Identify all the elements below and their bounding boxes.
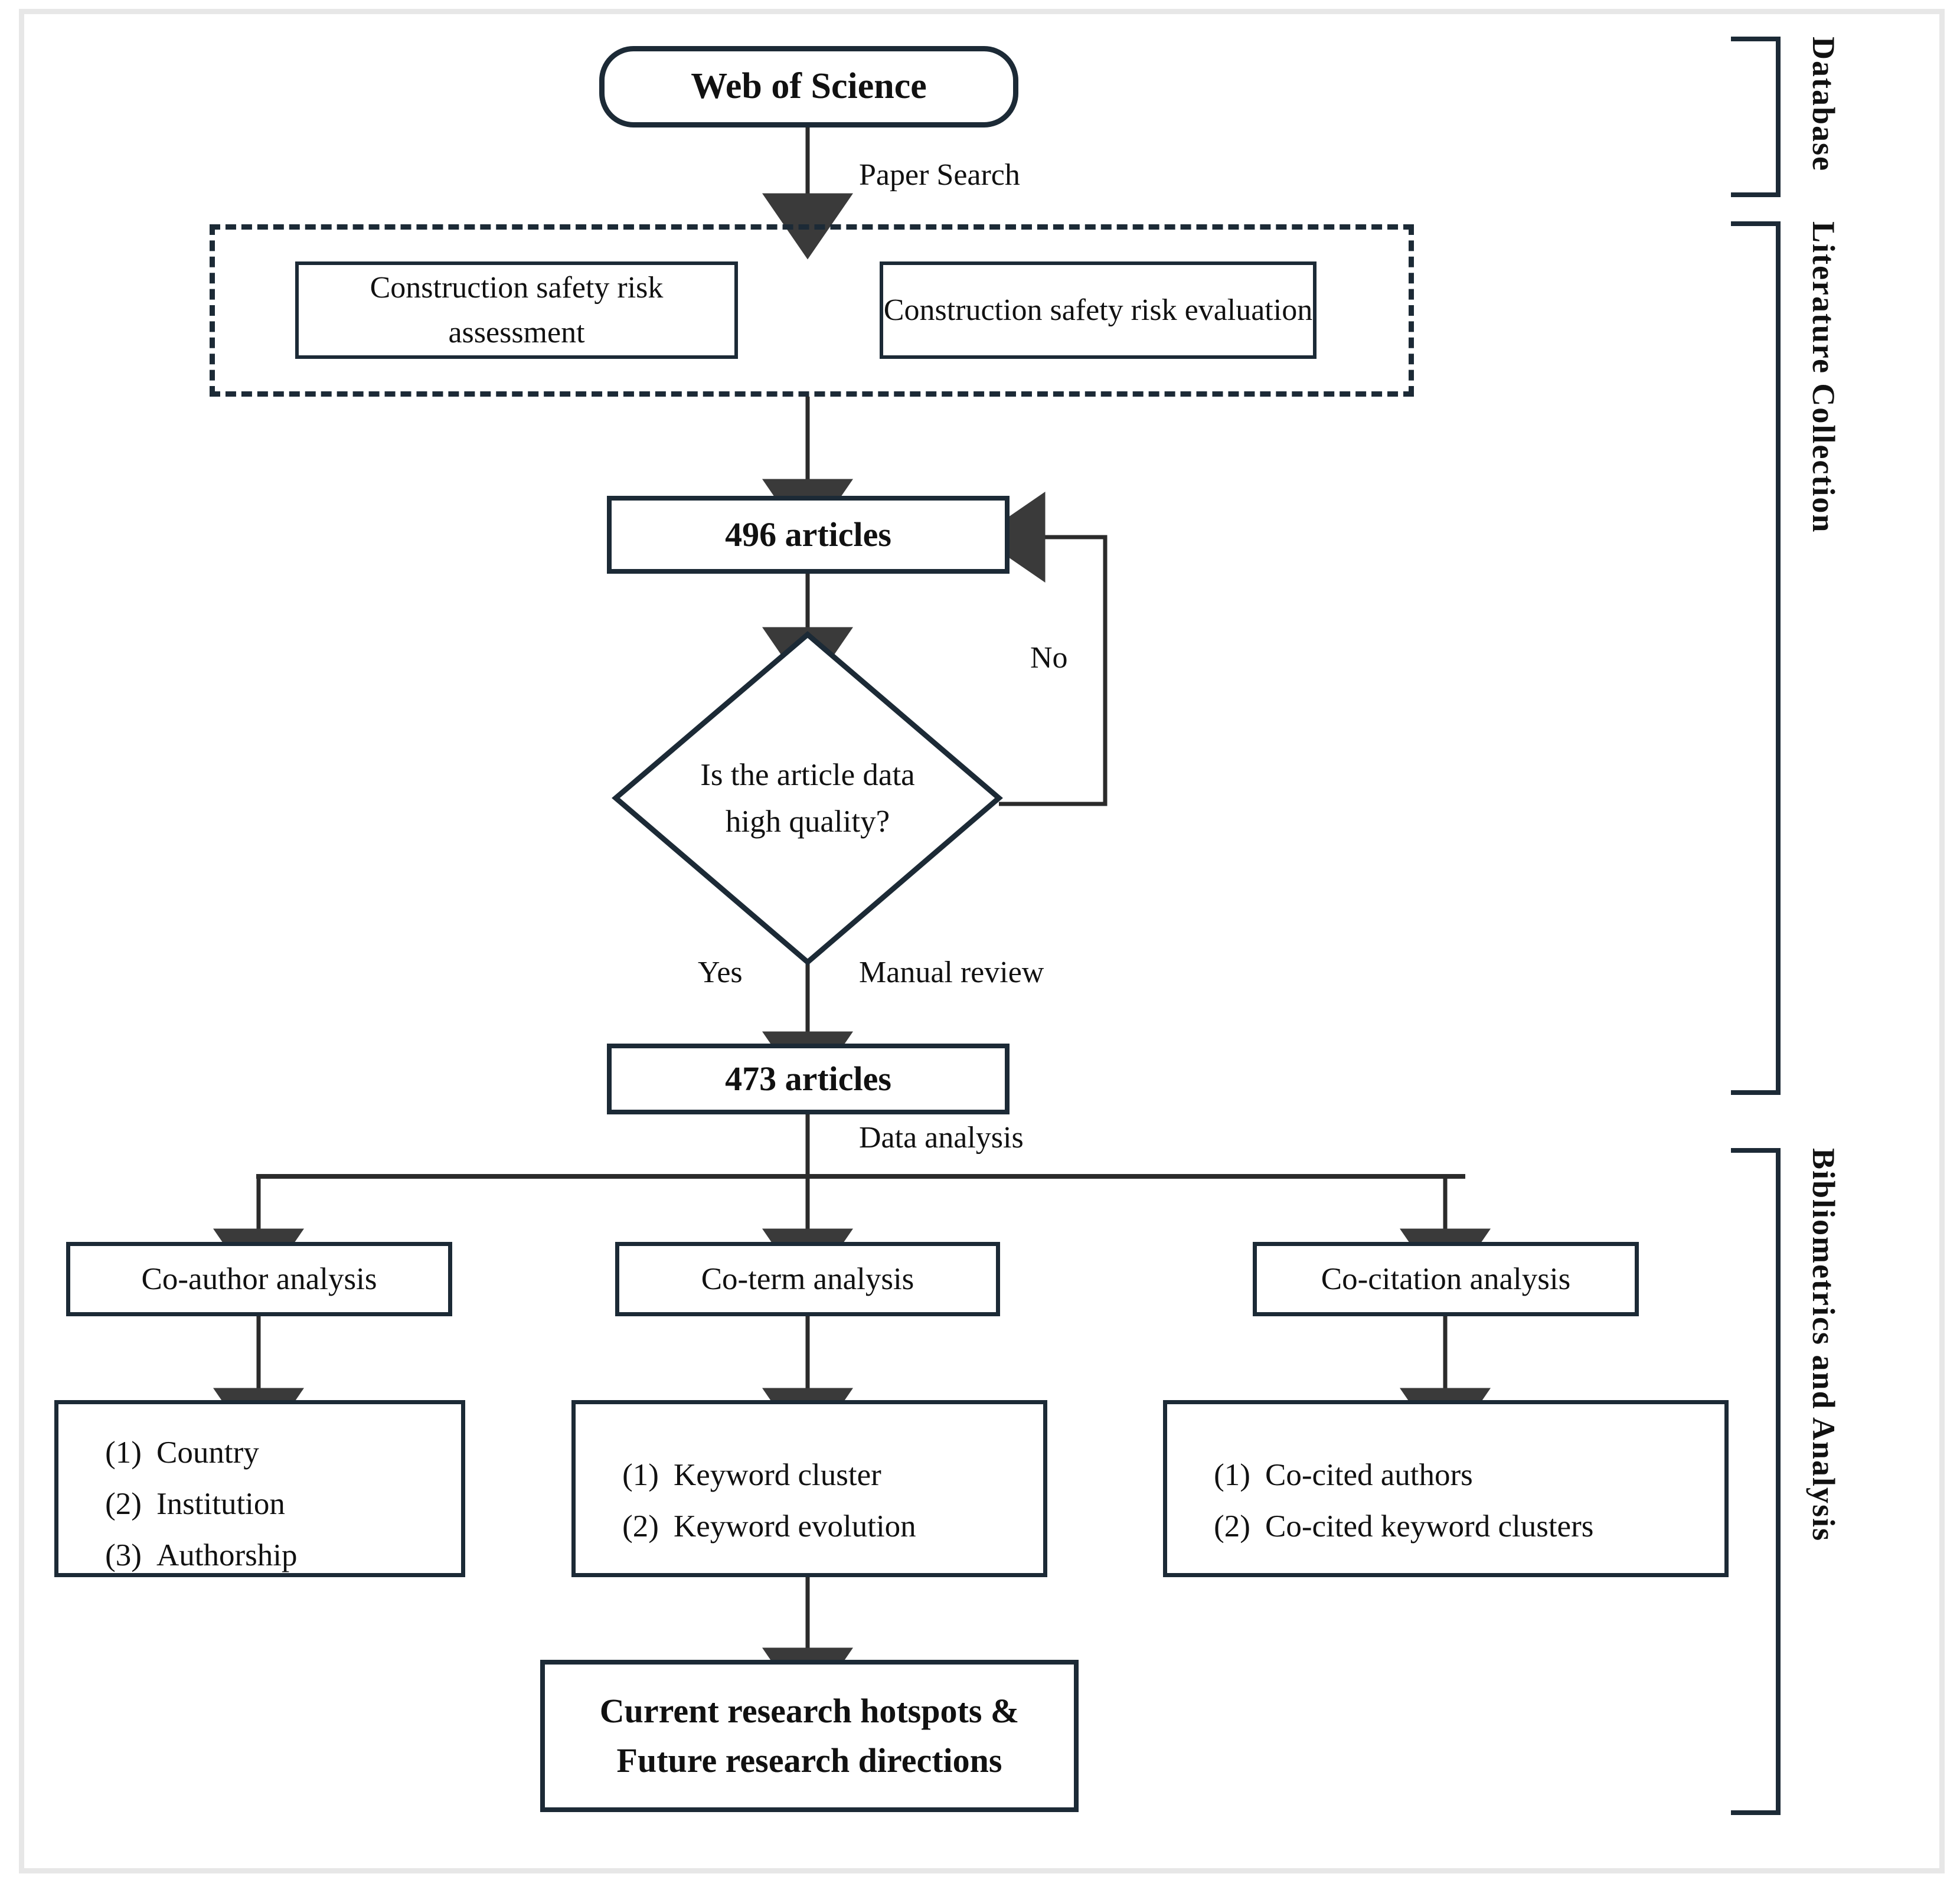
list-item: (2) Keyword evolution	[607, 1504, 1043, 1549]
bracket-database	[1731, 37, 1781, 197]
list-item: (1) Co-cited authors	[1199, 1453, 1724, 1498]
node-filtered-count-label: 473 articles	[725, 1059, 891, 1098]
node-analysis-co-author[interactable]: Co-author analysis	[66, 1242, 452, 1316]
list-item-text: Institution	[156, 1486, 285, 1521]
node-analysis-co-author-label: Co-author analysis	[141, 1261, 377, 1296]
node-search-term-2-label: Construction safety risk evaluation	[883, 293, 1313, 327]
edge-label-no: No	[1030, 641, 1068, 675]
node-web-of-science-label: Web of Science	[691, 66, 927, 107]
node-analysis-co-citation[interactable]: Co-citation analysis	[1253, 1242, 1639, 1316]
list-item: (3) Authorship	[90, 1533, 461, 1578]
list-item-number: (2)	[105, 1486, 142, 1521]
node-filtered-count[interactable]: 473 articles	[607, 1044, 1010, 1114]
node-decision-line-1: Is the article data	[700, 757, 915, 792]
list-item-number: (1)	[1214, 1458, 1250, 1492]
stage-label-literature-collection: Literature Collection	[1806, 221, 1841, 534]
stage-label-bibliometrics-and-analysis: Bibliometrics and Analysis	[1806, 1148, 1841, 1542]
list-item: (1) Country	[90, 1430, 461, 1476]
list-item-text: Keyword evolution	[674, 1509, 916, 1544]
node-result-line-1: Current research hotspots &	[599, 1691, 1020, 1730]
node-search-term-1-label: Construction safety risk assessment	[370, 271, 664, 349]
node-web-of-science[interactable]: Web of Science	[599, 46, 1018, 127]
list-item-number: (3)	[105, 1538, 142, 1572]
list-item: (1) Keyword cluster	[607, 1453, 1043, 1498]
node-analysis-co-term[interactable]: Co-term analysis	[615, 1242, 1000, 1316]
edge-label-data-analysis: Data analysis	[859, 1121, 1024, 1155]
node-result[interactable]: Current research hotspots & Future resea…	[540, 1660, 1079, 1812]
edge-label-paper-search: Paper Search	[859, 158, 1020, 192]
node-analysis-co-term-label: Co-term analysis	[701, 1261, 914, 1296]
node-detail-co-author[interactable]: (1) Country (2) Institution (3) Authorsh…	[54, 1400, 465, 1577]
list-item-number: (2)	[1214, 1509, 1250, 1544]
list-item-number: (1)	[105, 1436, 142, 1470]
node-result-line-2: Future research directions	[616, 1741, 1002, 1780]
list-item: (2) Co-cited keyword clusters	[1199, 1504, 1724, 1549]
list-item: (2) Institution	[90, 1482, 461, 1527]
node-detail-co-term[interactable]: (1) Keyword cluster (2) Keyword evolutio…	[571, 1400, 1047, 1577]
list-item-text: Co-cited authors	[1265, 1458, 1473, 1492]
node-search-term-2[interactable]: Construction safety risk evaluation	[880, 261, 1317, 359]
list-item-text: Country	[156, 1436, 259, 1470]
node-search-term-1[interactable]: Construction safety risk assessment	[295, 261, 738, 359]
edge-label-manual-review: Manual review	[859, 956, 1044, 989]
list-item-text: Keyword cluster	[674, 1458, 881, 1492]
node-analysis-co-citation-label: Co-citation analysis	[1321, 1261, 1571, 1296]
bracket-bibliometrics-and-analysis	[1731, 1148, 1781, 1815]
list-item-text: Authorship	[156, 1538, 298, 1572]
list-item-number: (2)	[622, 1509, 659, 1544]
node-initial-count[interactable]: 496 articles	[607, 496, 1010, 574]
list-item-number: (1)	[622, 1458, 659, 1492]
stage-label-database: Database	[1806, 37, 1841, 172]
node-decision[interactable]: Is the article data high quality?	[649, 748, 966, 849]
node-decision-line-2: high quality?	[725, 805, 890, 839]
edge-label-yes: Yes	[698, 956, 743, 989]
search-terms-group	[210, 224, 1414, 397]
bracket-literature-collection	[1731, 221, 1781, 1095]
list-item-text: Co-cited keyword clusters	[1265, 1509, 1594, 1544]
node-initial-count-label: 496 articles	[725, 515, 891, 554]
node-detail-co-citation[interactable]: (1) Co-cited authors (2) Co-cited keywor…	[1163, 1400, 1729, 1577]
